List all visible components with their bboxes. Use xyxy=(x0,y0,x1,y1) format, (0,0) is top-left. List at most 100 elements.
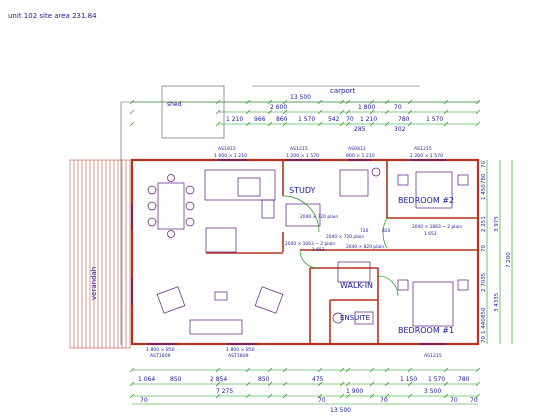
dimension-tick xyxy=(282,121,288,127)
dim-top-row2-3: 70 xyxy=(394,104,402,111)
dimension-tick xyxy=(267,367,273,373)
dimension-tick xyxy=(339,393,345,399)
dimension-tick xyxy=(215,381,221,387)
dim-bottom-row3-4: 70 xyxy=(450,397,458,404)
dimension-tick xyxy=(443,367,449,373)
window-spec-1-code: AS1812 xyxy=(218,146,236,152)
dimension-tick xyxy=(345,393,351,399)
dim-bottom-row1-3: 2 854 xyxy=(210,376,227,383)
dim-right-col2-1: 3 975 xyxy=(494,216,500,232)
dimension-tick xyxy=(407,393,413,399)
door-spec-1: 2040 × 1063 − 2 plain xyxy=(285,241,335,247)
dimension-tick xyxy=(407,121,413,127)
door-spec-8: 720 xyxy=(360,228,369,234)
dim-right-2: 780 xyxy=(481,173,487,184)
dimension-tick xyxy=(384,393,390,399)
dim-bottom-row3-5: 70 xyxy=(470,397,478,404)
dimension-tick xyxy=(245,393,251,399)
dimension-lines xyxy=(129,99,513,405)
dimension-tick xyxy=(215,109,221,115)
dimension-tick xyxy=(407,109,413,115)
dimension-tick xyxy=(443,109,449,115)
dim-right-1: 70 xyxy=(481,161,487,168)
dim-top-row4-1: 285 xyxy=(354,126,366,133)
window-specs: AS1812 1 000 × 1 210 AS1215 1 200 × 1 57… xyxy=(146,146,443,359)
dim-bottom-row1-5: 475 xyxy=(312,376,324,383)
dimension-tick xyxy=(369,99,375,105)
dim-top-row4-2: 302 xyxy=(394,126,406,133)
dimension-tick xyxy=(384,99,390,105)
dimension-tick xyxy=(475,393,481,399)
dim-right-overall: 7 200 xyxy=(506,252,512,268)
dimension-tick xyxy=(267,99,273,105)
dimension-tick xyxy=(384,367,390,373)
dimension-tick xyxy=(345,99,351,105)
dim-top-row2-1: 2 600 xyxy=(270,104,287,111)
dimension-tick xyxy=(317,381,323,387)
window-spec-3-code: AS0812 xyxy=(348,146,366,152)
dimension-tick xyxy=(215,99,221,105)
dimension-tick xyxy=(282,381,288,387)
carport-label: carport xyxy=(330,87,356,95)
room-label-walk-in: WALK-IN xyxy=(340,281,373,290)
window-spec-1-size: 1 000 × 1 210 xyxy=(214,153,247,159)
door-spec-5: 1 653 xyxy=(424,231,437,237)
dimension-tick xyxy=(245,367,251,373)
fixtures xyxy=(147,167,469,335)
dim-top-row3-7: 1 210 xyxy=(360,116,377,123)
dimension-tick xyxy=(345,381,351,387)
dimension-tick xyxy=(475,121,481,127)
dimension-tick xyxy=(369,121,375,127)
dimension-tick xyxy=(369,109,375,115)
dimension-tick xyxy=(475,109,481,115)
shed-label: shed xyxy=(167,101,182,108)
window-spec-2-code: AS1215 xyxy=(290,146,308,152)
door-spec-3: 2040 × 720 plain xyxy=(326,234,364,240)
room-label-ensuite: ENSUITE xyxy=(340,314,370,322)
interior-walls xyxy=(206,160,478,344)
door-spec-9: 820 xyxy=(382,228,391,234)
dimension-tick xyxy=(443,99,449,105)
dim-top-row3-2: 966 xyxy=(254,116,266,123)
dimension-tick xyxy=(317,367,323,373)
dimension-tick xyxy=(443,381,449,387)
dimension-tick xyxy=(282,393,288,399)
door-spec-4: 2040 × 1863 − 2 plain xyxy=(412,224,462,230)
dim-bottom-row1-8: 780 xyxy=(458,376,470,383)
dimension-tick xyxy=(339,367,345,373)
dimension-tick xyxy=(129,99,135,105)
dimension-tick xyxy=(407,99,413,105)
dimension-tick xyxy=(317,99,323,105)
dimension-tick xyxy=(215,367,221,373)
dim-top-row3-4: 1 570 xyxy=(298,116,315,123)
room-label-bedroom-1: BEDROOM #1 xyxy=(398,326,454,335)
dimension-texts-right: 70 780 1 450 2 251 70 2 7035 850 1 440 7… xyxy=(481,161,512,343)
dim-bottom-row3-1: 70 xyxy=(140,397,148,404)
dimension-tick xyxy=(339,109,345,115)
dimension-tick xyxy=(475,367,481,373)
dim-top-row3-6: 70 xyxy=(346,116,354,123)
dim-bottom-row1-4: 850 xyxy=(258,376,270,383)
dimension-tick xyxy=(267,109,273,115)
dimension-tick xyxy=(443,393,449,399)
dimension-tick xyxy=(369,367,375,373)
dimension-tick xyxy=(369,381,375,387)
window-spec-6-code: AST1809 xyxy=(228,353,249,359)
dimension-tick xyxy=(317,121,323,127)
dimension-tick xyxy=(407,367,413,373)
dim-bottom-row1-2: 850 xyxy=(170,376,182,383)
dimension-tick xyxy=(384,109,390,115)
plan-title: unit 102 site area 231.84 xyxy=(8,12,97,20)
door-swings xyxy=(282,195,399,297)
dimension-tick xyxy=(245,121,251,127)
dimension-tick xyxy=(267,381,273,387)
window-spec-6-size: 1 800 × 850 xyxy=(226,347,255,353)
dimension-tick xyxy=(245,381,251,387)
dimension-tick xyxy=(282,109,288,115)
dimension-tick xyxy=(282,367,288,373)
window-spec-4-size: 1 200 × 1 570 xyxy=(410,153,443,159)
dimension-tick xyxy=(317,109,323,115)
dim-top-row3-5: 542 xyxy=(328,116,340,123)
dimension-tick xyxy=(215,121,221,127)
